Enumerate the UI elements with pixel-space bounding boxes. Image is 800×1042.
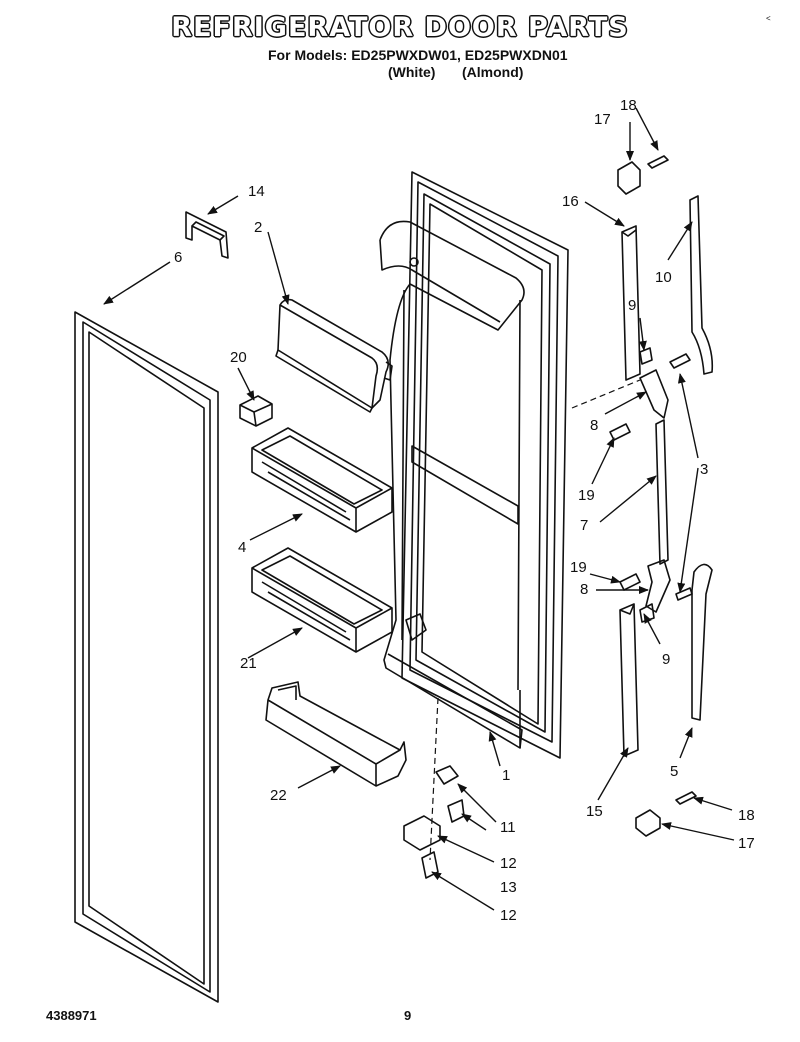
color-almond-label: (Almond) [462,64,524,80]
callout-19-upper: 19 [578,487,595,504]
door-channel-lower-part [619,603,639,757]
callout-arrows [103,107,735,911]
callout-18-lower: 18 [738,807,755,824]
handle-end-cap-upper-part [617,161,641,195]
callout-11: 11 [500,819,516,836]
callout-22: 22 [270,787,287,804]
callout-5: 5 [670,763,678,780]
callout-7: 7 [580,517,588,534]
callout-8-upper: 8 [590,417,598,434]
callout-16: 16 [562,193,579,210]
handle-end-cap-lower-part [635,809,661,837]
callout-15: 15 [586,803,603,820]
door-channel-upper-part [621,225,641,381]
bracket-screw-lower-part [675,587,693,601]
callout-9-lower: 9 [662,651,670,668]
callout-18-upper: 18 [620,97,637,114]
bracket-screw-upper-part [669,353,691,369]
callout-9-upper: 9 [628,297,636,314]
callout-12-lower: 12 [500,907,517,924]
callout-21: 21 [240,655,257,672]
callout-labels: 17 18 14 2 16 6 10 9 20 8 3 19 7 4 19 8 … [174,97,755,924]
spacer-upper-part [639,347,653,365]
bottom-bin-part [265,681,407,787]
corner-mark: < [766,14,771,23]
screw-lower-part [675,791,697,805]
door-liner-part [379,171,569,759]
callout-14: 14 [248,183,265,200]
dairy-door-part [275,298,393,413]
callout-20: 20 [230,349,247,366]
document-part-number: 4388971 [46,1008,97,1023]
callout-10: 10 [655,269,672,286]
callout-13: 13 [500,879,517,896]
callout-1: 1 [502,767,510,784]
callout-6: 6 [174,249,182,266]
hinge-screw-part [447,799,465,823]
door-bin-upper-part [251,427,393,533]
bushing-part [435,765,459,785]
handle-insert-part [655,419,669,565]
model-numbers: For Models: ED25PWXDW01, ED25PWXDN01 [268,47,568,63]
door-bin-lower-part [251,547,393,653]
shoulder-screw-lower-part [619,573,641,591]
screw-upper-part [647,155,669,169]
bin-clip-part [239,395,273,427]
clip-part [185,211,229,259]
door-gasket-part [74,311,219,1003]
page-title: REFRIGERATOR DOOR PARTS [171,12,629,43]
handle-bracket-upper-part [639,369,669,419]
shoulder-screw-upper-part [609,423,631,441]
callout-19-lower: 19 [570,559,587,576]
callout-17-lower: 17 [738,835,755,852]
page-number: 9 [404,1008,412,1023]
callout-12-upper: 12 [500,855,517,872]
callout-3: 3 [700,461,708,478]
callout-4: 4 [238,539,246,556]
hinge-part [403,815,441,851]
spacer-lower-part [639,603,655,623]
callout-8-lower: 8 [580,581,588,598]
callout-2: 2 [254,219,262,236]
handle-trim-lower-part [691,563,713,721]
callout-17-upper: 17 [594,111,611,128]
color-white-label: (White) [388,64,436,80]
handle-trim-upper-part [689,195,714,375]
handle-bracket-lower-part [645,559,671,613]
